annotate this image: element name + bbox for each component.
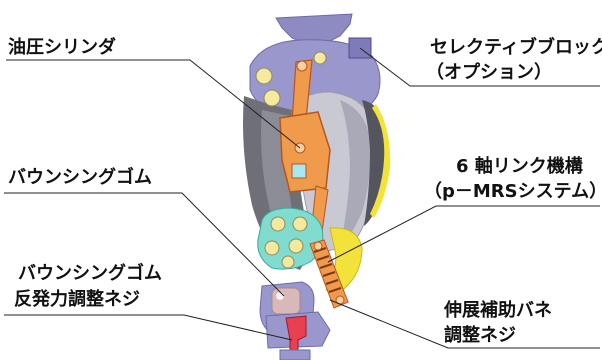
pylon-stub — [279, 349, 311, 360]
label-rubber-adjust-line2: 反発力調整ネジ — [14, 289, 140, 310]
label-extension-spring-line1: 伸展補助バネ — [444, 300, 552, 321]
leader-rubber-adjust — [4, 314, 293, 341]
bolt — [255, 67, 273, 85]
label-selective-block-option: （オプション） — [426, 62, 552, 83]
link-bolt — [281, 255, 295, 269]
rod-pivot — [296, 60, 308, 72]
leader-hydraulic-cylinder — [6, 59, 301, 149]
spring-pivot — [313, 241, 323, 251]
leader-bouncing-rubber — [4, 192, 285, 297]
label-extension-spring-line2: 調整ネジ — [444, 325, 516, 346]
label-rubber-adjust-line1: バウンシングゴム — [18, 263, 162, 284]
leader-select-block — [359, 47, 600, 87]
leader-extension-spring — [329, 299, 600, 349]
label-six-axis-link-system: （p－MRSシステム） — [424, 181, 602, 202]
red-screw — [285, 315, 307, 357]
leader-six-axis-link — [327, 205, 600, 263]
label-selective-block: セレクティブブロック — [430, 37, 602, 58]
bolt — [263, 89, 281, 107]
link-bolt — [270, 216, 286, 232]
silver-body-shadow — [340, 100, 371, 246]
yellow-strip — [370, 104, 391, 218]
link-bolt — [288, 238, 304, 254]
label-six-axis-link: 6 軸リンク機構 — [456, 156, 583, 177]
link-bolt — [264, 240, 280, 256]
bolt — [313, 51, 327, 65]
label-bouncing-rubber: バウンシングゴム — [8, 167, 152, 188]
cylinder-window — [291, 163, 307, 179]
label-hydraulic-cylinder: 油圧シリンダ — [8, 37, 116, 58]
link-bolt — [292, 216, 308, 232]
